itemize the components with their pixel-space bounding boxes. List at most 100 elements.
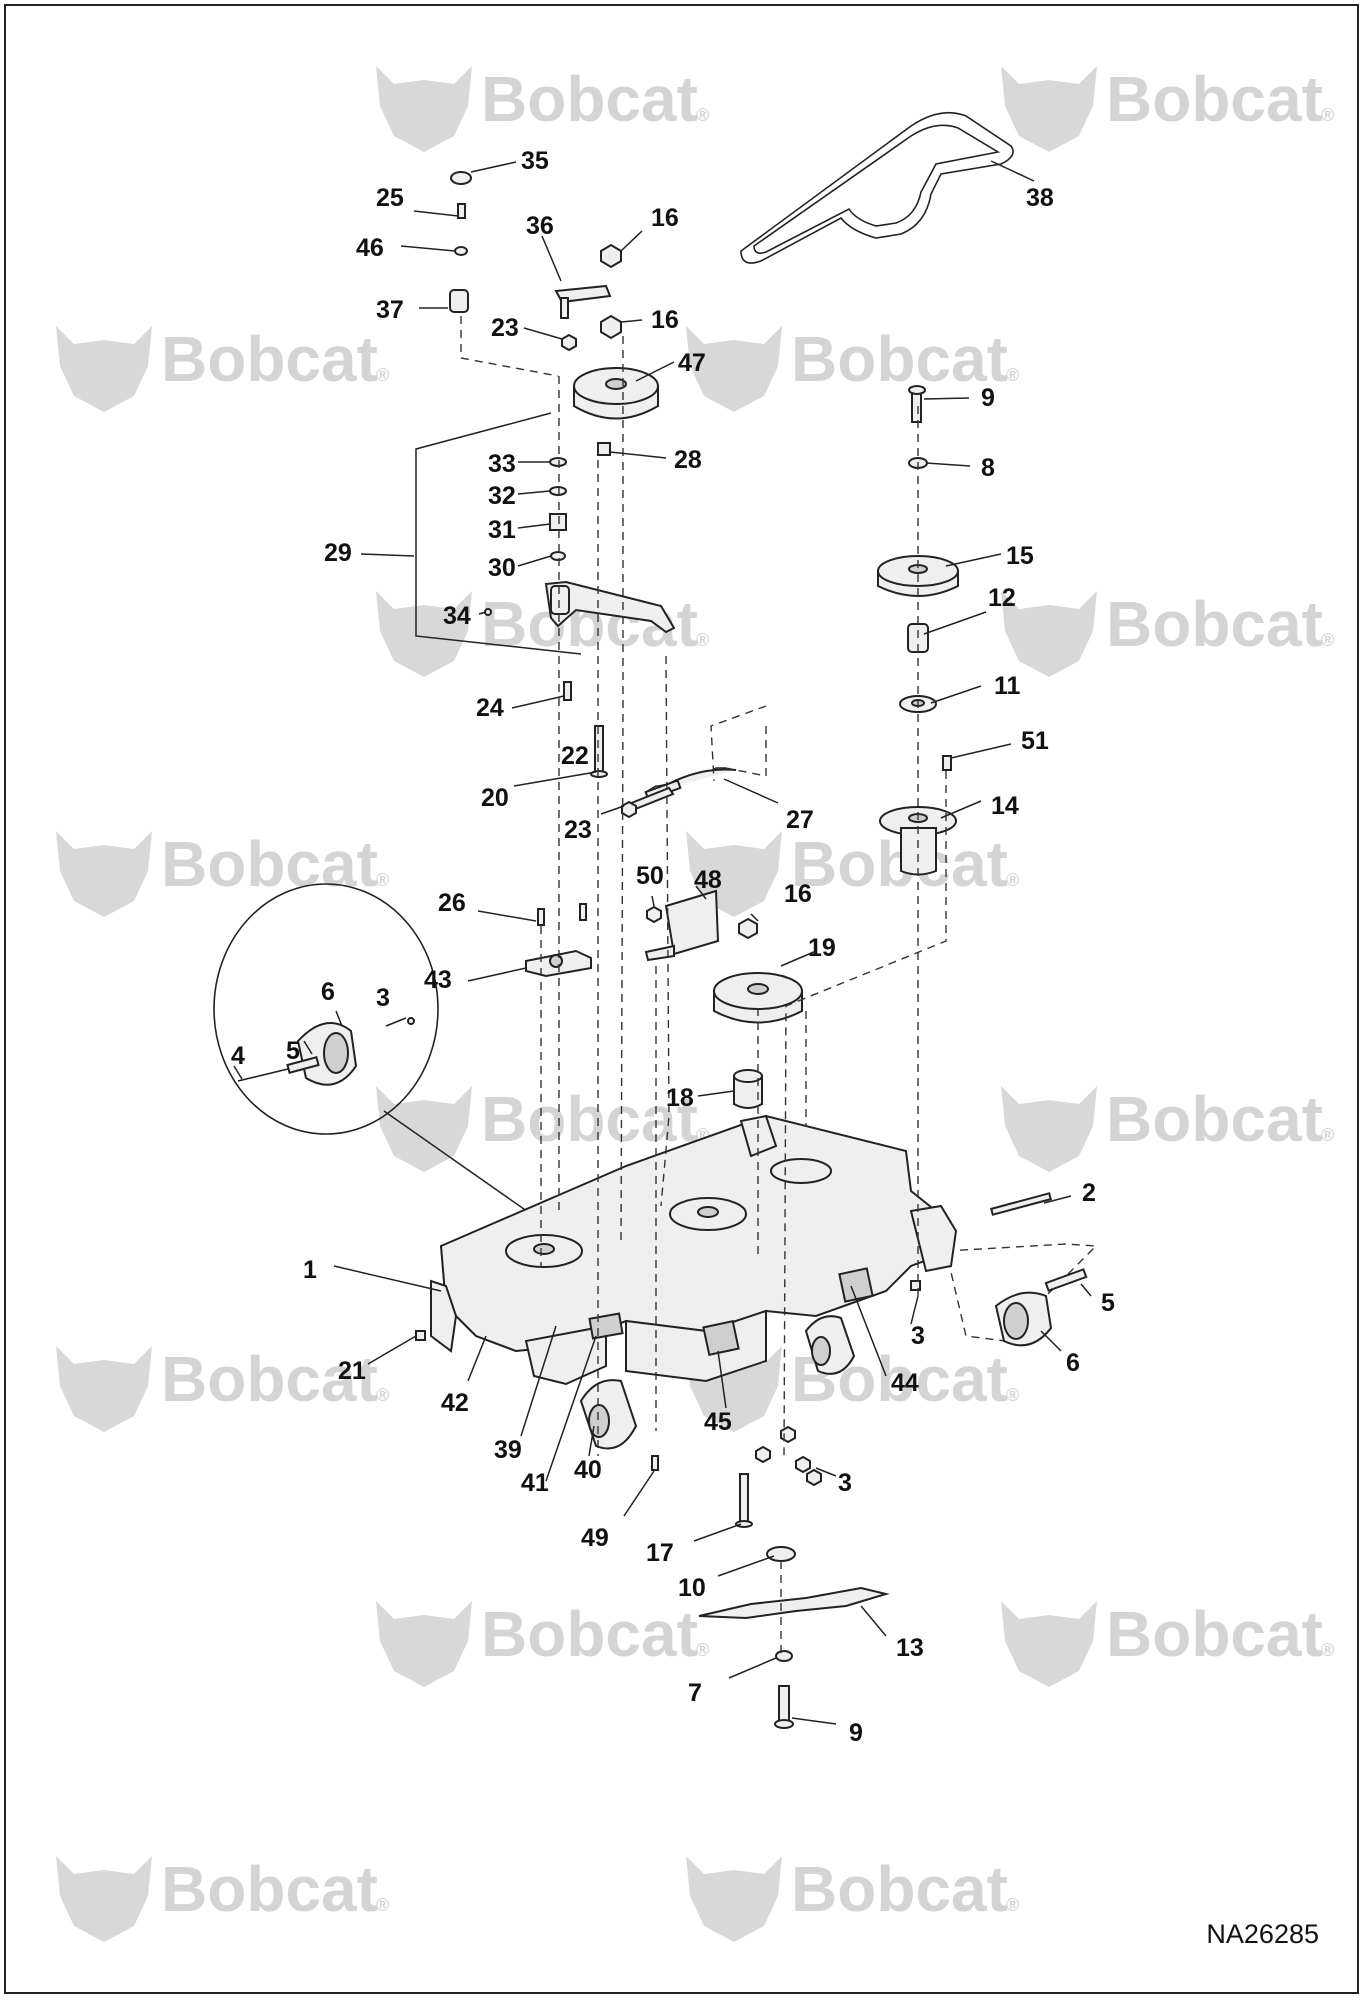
watermark-14: Bobcat®	[1001, 1598, 1334, 1687]
callout-30: 30	[488, 554, 516, 582]
watermark-registered-mark: ®	[1006, 870, 1019, 890]
callout-23: 23	[564, 816, 592, 844]
gauge-wheel-detail	[213, 883, 542, 1222]
bobcat-head-logo-icon	[376, 1601, 472, 1687]
callout-40: 40	[574, 1456, 602, 1484]
callout-27: 27	[786, 806, 814, 834]
idler-arm-assembly-29	[484, 457, 676, 778]
callout-16: 16	[651, 306, 679, 334]
watermark-1: Bobcat®	[376, 63, 709, 152]
callout-47: 47	[678, 349, 706, 377]
callout-42: 42	[441, 1389, 469, 1417]
drawing-number: NA26285	[1206, 1919, 1319, 1949]
callout-16: 16	[651, 204, 679, 232]
watermark-text: Bobcat	[1106, 1598, 1323, 1670]
leader-lines	[233, 160, 1092, 1725]
callout-3: 3	[838, 1469, 852, 1497]
callout-10: 10	[678, 1574, 706, 1602]
callout-24: 24	[476, 694, 504, 722]
bobcat-head-logo-icon	[56, 831, 152, 917]
callout-25: 25	[376, 184, 404, 212]
watermark-text: Bobcat	[481, 1598, 698, 1670]
callout-35: 35	[521, 147, 549, 175]
watermark-registered-mark: ®	[696, 1640, 709, 1660]
callout-3: 3	[376, 984, 390, 1012]
callout-9: 9	[849, 1719, 863, 1747]
watermark-text: Bobcat	[161, 828, 378, 900]
watermark-11: Bobcat®	[56, 1343, 389, 1432]
callout-14: 14	[991, 792, 1019, 820]
idler-pulley-47	[573, 367, 659, 456]
callout-23: 23	[491, 314, 519, 342]
callout-38: 38	[1026, 184, 1054, 212]
watermark-registered-mark: ®	[1006, 1385, 1019, 1405]
watermark-text: Bobcat	[481, 63, 698, 135]
callout-32: 32	[488, 482, 516, 510]
watermark-registered-mark: ®	[376, 1895, 389, 1915]
callout-36: 36	[526, 212, 554, 240]
callout-18: 18	[666, 1084, 694, 1112]
watermark-text: Bobcat	[1106, 1083, 1323, 1155]
watermark-layer: Bobcat®Bobcat®Bobcat®Bobcat®Bobcat®Bobca…	[56, 63, 1334, 1942]
callout-44: 44	[891, 1369, 919, 1397]
bobcat-head-logo-icon	[1001, 1086, 1097, 1172]
belt-shield-48	[644, 889, 758, 962]
watermark-text: Bobcat	[791, 828, 1008, 900]
bobcat-head-logo-icon	[56, 326, 152, 412]
bobcat-head-logo-icon	[56, 1856, 152, 1942]
watermark-10: Bobcat®	[1001, 1083, 1334, 1172]
watermark-text: Bobcat	[1106, 588, 1323, 660]
callout-21: 21	[338, 1357, 366, 1385]
watermark-text: Bobcat	[161, 323, 378, 395]
watermark-2: Bobcat®	[1001, 63, 1334, 152]
watermark-text: Bobcat	[481, 1083, 698, 1155]
watermark-15: Bobcat®	[56, 1853, 389, 1942]
bobcat-head-logo-icon	[56, 1346, 152, 1432]
callout-1: 1	[303, 1256, 317, 1284]
callout-15: 15	[1006, 542, 1034, 570]
callout-5: 5	[286, 1037, 300, 1065]
callout-4: 4	[231, 1042, 245, 1070]
callout-33: 33	[488, 450, 516, 478]
watermark-text: Bobcat	[791, 323, 1008, 395]
drive-belt	[740, 111, 1014, 264]
callout-3: 3	[911, 1322, 925, 1350]
watermark-13: Bobcat®	[376, 1598, 709, 1687]
callout-11: 11	[994, 672, 1021, 700]
diagram-frame: Bobcat®Bobcat®Bobcat®Bobcat®Bobcat®Bobca…	[4, 4, 1359, 1994]
callout-46: 46	[356, 234, 384, 262]
watermark-registered-mark: ®	[1321, 1125, 1334, 1145]
callout-28: 28	[674, 446, 702, 474]
parts-diagram: Bobcat®Bobcat®Bobcat®Bobcat®Bobcat®Bobca…	[56, 63, 1334, 1942]
bobcat-head-logo-icon	[376, 1086, 472, 1172]
callout-6: 6	[1066, 1349, 1080, 1377]
idler-arm-36	[554, 243, 622, 352]
callout-17: 17	[646, 1539, 674, 1567]
watermark-8: Bobcat®	[686, 828, 1019, 917]
callout-2: 2	[1082, 1179, 1096, 1207]
callout-29: 29	[324, 539, 352, 567]
watermark-6: Bobcat®	[1001, 588, 1334, 677]
callout-20: 20	[481, 784, 509, 812]
bobcat-head-logo-icon	[376, 66, 472, 152]
watermark-text: Bobcat	[791, 1853, 1008, 1925]
left-hardware-stack	[449, 171, 472, 313]
callout-41: 41	[521, 1469, 549, 1497]
tension-spring-27	[621, 767, 737, 819]
callout-34: 34	[443, 602, 471, 630]
callout-7: 7	[688, 1679, 702, 1707]
watermark-5: Bobcat®	[376, 588, 709, 677]
callout-8: 8	[981, 454, 995, 482]
pulley-19	[713, 972, 803, 1109]
bobcat-head-logo-icon	[686, 326, 782, 412]
bobcat-head-logo-icon	[1001, 66, 1097, 152]
watermark-registered-mark: ®	[376, 870, 389, 890]
callout-37: 37	[376, 296, 404, 324]
watermark-registered-mark: ®	[1321, 1640, 1334, 1660]
callout-22: 22	[561, 742, 589, 770]
bobcat-head-logo-icon	[1001, 591, 1097, 677]
watermark-7: Bobcat®	[56, 828, 389, 917]
callout-48: 48	[694, 866, 722, 894]
watermark-registered-mark: ®	[1321, 105, 1334, 125]
bobcat-head-logo-icon	[376, 591, 472, 677]
